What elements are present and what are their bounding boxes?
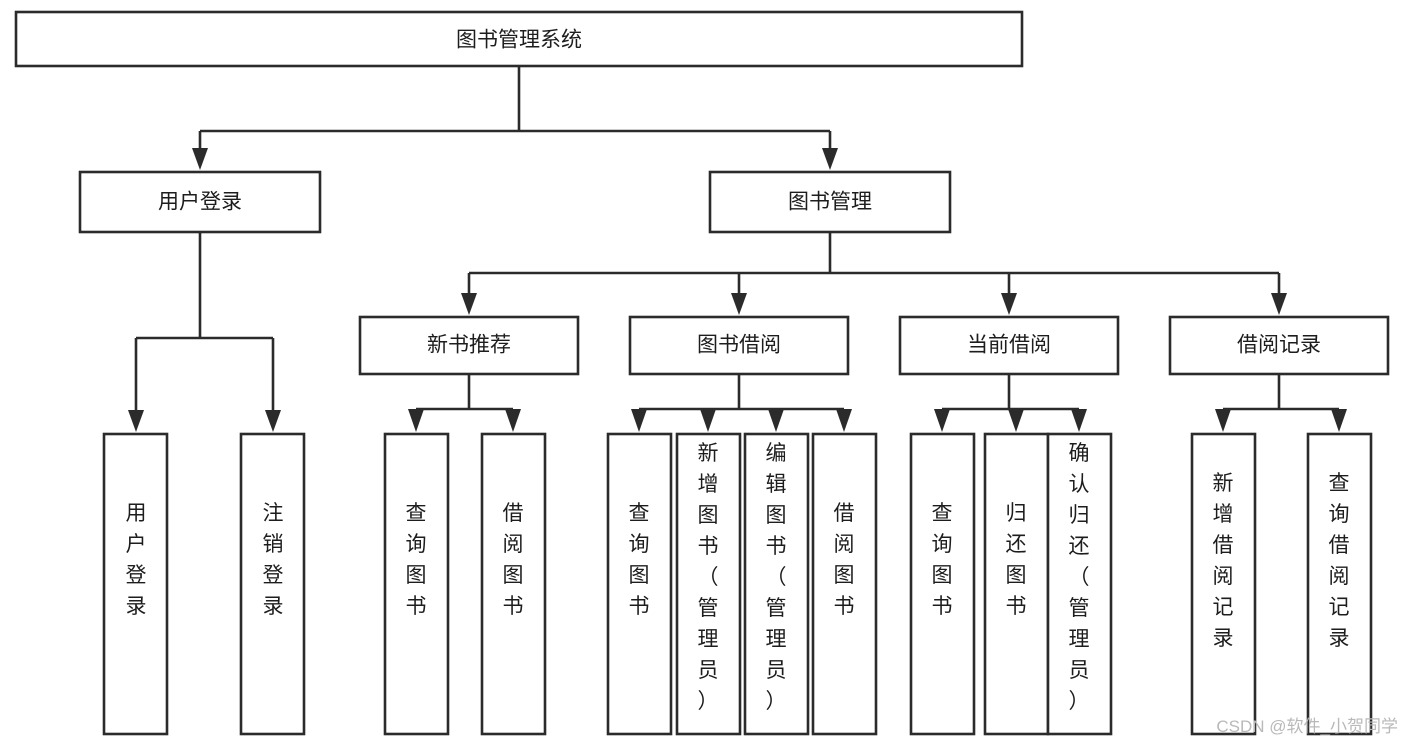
node-borrow-records[interactable]: 借阅记录	[1168, 315, 1390, 376]
node-book-management-rect[interactable]	[708, 170, 952, 234]
arrow-head-leaf-return-book	[1008, 409, 1024, 432]
arrow-head-current-borrow	[1001, 293, 1017, 315]
arrow-head-borrow-records	[1271, 293, 1287, 315]
node-layer: 图书管理系统 用户登录 图书管理 新书推荐 图书借阅 当前	[14, 10, 1390, 736]
node-leaf-add-book[interactable]: 新增图书（管理员）	[675, 432, 742, 736]
node-book-management[interactable]: 图书管理	[708, 170, 952, 234]
arrow-head-book-management	[822, 148, 838, 170]
node-leaf-query-book-current-rect[interactable]	[909, 432, 976, 736]
node-new-book-recommend-rect[interactable]	[358, 315, 580, 376]
node-leaf-user-login-label: 用户登录	[126, 502, 147, 618]
watermark-label: CSDN @软件_小贺同学	[1216, 717, 1398, 736]
node-new-book-recommend-label: 新书推荐	[427, 334, 511, 357]
node-new-book-recommend[interactable]: 新书推荐	[358, 315, 580, 376]
node-root[interactable]: 图书管理系统	[14, 10, 1024, 68]
arrow-head-new-book-recommend	[461, 293, 477, 315]
node-borrow-records-rect[interactable]	[1168, 315, 1390, 376]
node-leaf-confirm-return-rect[interactable]	[1046, 432, 1113, 736]
node-leaf-edit-book-rect[interactable]	[743, 432, 810, 736]
node-leaf-confirm-return[interactable]: 确认归还（管理员）	[1046, 432, 1113, 736]
node-leaf-query-book-borrow-rect[interactable]	[606, 432, 673, 736]
node-book-management-label: 图书管理	[788, 191, 872, 214]
node-book-borrow[interactable]: 图书借阅	[628, 315, 850, 376]
arrow-head-book-borrow	[731, 293, 747, 315]
node-leaf-add-book-label: 新增图书（管理员）	[698, 442, 719, 713]
node-user-login-label: 用户登录	[158, 191, 242, 214]
node-leaf-query-book-recommend-label: 查询图书	[406, 502, 427, 618]
node-leaf-return-book[interactable]: 归还图书	[983, 432, 1050, 736]
node-leaf-query-book-current-label: 查询图书	[932, 502, 953, 618]
node-borrow-records-label: 借阅记录	[1237, 334, 1321, 357]
node-current-borrow[interactable]: 当前借阅	[898, 315, 1120, 376]
node-book-borrow-label: 图书借阅	[697, 334, 781, 357]
node-leaf-query-book-borrow[interactable]: 查询图书	[606, 432, 673, 736]
node-leaf-query-record-rect[interactable]	[1306, 432, 1373, 736]
node-leaf-return-book-label: 归还图书	[1006, 502, 1027, 618]
arrow-head-leaf-query-record	[1331, 409, 1347, 432]
node-leaf-query-book-recommend[interactable]: 查询图书	[383, 432, 450, 736]
node-leaf-query-book-recommend-rect[interactable]	[383, 432, 450, 736]
node-leaf-add-record[interactable]: 新增借阅记录	[1190, 432, 1257, 736]
arrow-head-leaf-edit-book	[768, 409, 784, 432]
node-book-borrow-rect[interactable]	[628, 315, 850, 376]
node-leaf-borrow-book-rect[interactable]	[811, 432, 878, 736]
node-leaf-user-login-rect[interactable]	[102, 432, 169, 736]
node-user-login-rect[interactable]	[78, 170, 322, 234]
node-leaf-add-book-rect[interactable]	[675, 432, 742, 736]
node-leaf-borrow-book-recommend-rect[interactable]	[480, 432, 547, 736]
node-leaf-query-book-current[interactable]: 查询图书	[909, 432, 976, 736]
node-root-rect[interactable]	[14, 10, 1024, 68]
arrow-head-leaf-borrow-book	[836, 409, 852, 432]
node-leaf-logout-label: 注销登录	[263, 502, 284, 618]
node-leaf-logout-rect[interactable]	[239, 432, 306, 736]
arrow-head-leaf-user-login	[128, 410, 144, 432]
node-leaf-borrow-book[interactable]: 借阅图书	[811, 432, 878, 736]
arrow-head-leaf-query-book-recommend	[408, 409, 424, 432]
node-current-borrow-label: 当前借阅	[967, 334, 1051, 357]
arrow-head-leaf-logout	[265, 410, 281, 432]
node-leaf-logout[interactable]: 注销登录	[239, 432, 306, 736]
node-leaf-edit-book-label: 编辑图书（管理员）	[766, 442, 787, 713]
node-current-borrow-rect[interactable]	[898, 315, 1120, 376]
arrow-head-user-login	[192, 148, 208, 170]
node-leaf-borrow-book-label: 借阅图书	[834, 502, 855, 618]
node-leaf-user-login[interactable]: 用户登录	[102, 432, 169, 736]
node-leaf-query-book-borrow-label: 查询图书	[629, 502, 650, 618]
connector-layer	[128, 66, 1347, 432]
arrow-head-leaf-query-book-current	[934, 409, 950, 432]
node-leaf-query-record[interactable]: 查询借阅记录	[1306, 432, 1373, 736]
node-leaf-add-record-rect[interactable]	[1190, 432, 1257, 736]
node-leaf-edit-book[interactable]: 编辑图书（管理员）	[743, 432, 810, 736]
arrow-head-leaf-borrow-book-recommend	[505, 409, 521, 432]
node-leaf-add-record-label: 新增借阅记录	[1213, 472, 1234, 650]
node-leaf-borrow-book-recommend-label: 借阅图书	[503, 502, 524, 618]
arrow-head-leaf-confirm-return	[1071, 409, 1087, 432]
arrow-head-leaf-query-book-borrow	[631, 409, 647, 432]
node-root-label: 图书管理系统	[456, 29, 582, 52]
node-leaf-borrow-book-recommend[interactable]: 借阅图书	[480, 432, 547, 736]
arrow-head-leaf-add-record	[1215, 409, 1231, 432]
node-leaf-query-record-label: 查询借阅记录	[1329, 472, 1350, 650]
arrow-head-leaf-add-book	[700, 409, 716, 432]
node-user-login[interactable]: 用户登录	[78, 170, 322, 234]
node-leaf-confirm-return-label: 确认归还（管理员）	[1069, 442, 1090, 713]
